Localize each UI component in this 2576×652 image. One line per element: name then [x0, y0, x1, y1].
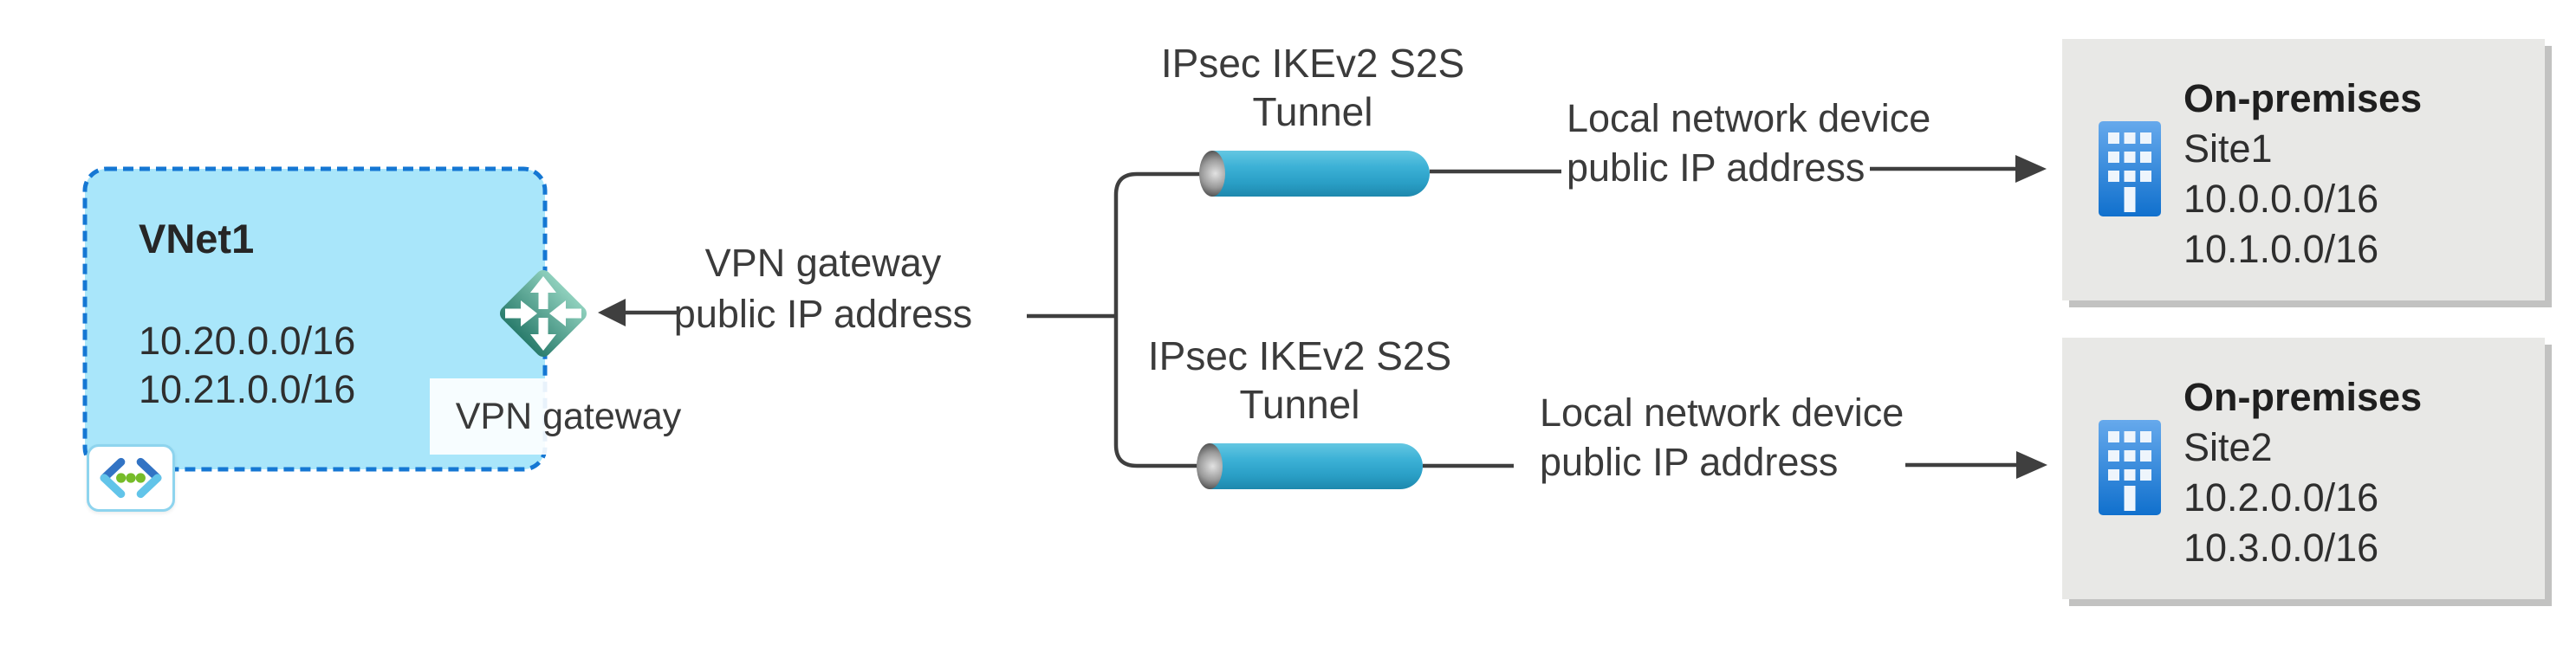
arrowhead-right-site1-icon — [2015, 155, 2047, 183]
tunnel-label-line: Tunnel — [1252, 89, 1373, 134]
local-device-annotation-bottom: Local network device public IP address — [1540, 388, 1904, 487]
site-title: On-premises — [2183, 375, 2423, 419]
site-address-space: 10.1.0.0/16 — [2183, 227, 2379, 271]
site1-box: On-premises Site1 10.0.0.0/16 10.1.0.0/1… — [2062, 39, 2545, 300]
arrowhead-left-icon — [598, 299, 626, 326]
site-name: Site2 — [2183, 425, 2273, 469]
vnet-address-space: 10.20.0.0/16 — [139, 319, 356, 363]
vpn-gateway-icon — [499, 269, 587, 358]
vnet-chevrons-icon — [100, 457, 162, 499]
site2-box: On-premises Site2 10.2.0.0/16 10.3.0.0/1… — [2062, 338, 2545, 599]
vnet-title: VNet1 — [139, 216, 255, 261]
annotation-line: VPN gateway — [704, 241, 942, 285]
tunnel2-pipe-icon — [1209, 443, 1423, 489]
building-icon — [2099, 121, 2161, 216]
vpn-gateway-ip-annotation: VPN gateway public IP address — [598, 237, 1048, 339]
site-address-space: 10.2.0.0/16 — [2183, 475, 2379, 520]
tunnel1-label: IPsec IKEv2 S2S Tunnel — [1139, 39, 1486, 136]
annotation-line: Local network device — [1540, 391, 1904, 435]
site-address-space: 10.0.0.0/16 — [2183, 177, 2379, 221]
annotation-line: public IP address — [1540, 440, 1839, 484]
building-icon — [2099, 420, 2161, 515]
annotation-line: Local network device — [1567, 96, 1931, 140]
site-address-space: 10.3.0.0/16 — [2183, 526, 2379, 570]
tunnel1-pipe-opening-icon — [1199, 151, 1225, 197]
branch-line — [1113, 171, 1211, 468]
tunnel2-label: IPsec IKEv2 S2S Tunnel — [1126, 332, 1473, 429]
local-device-annotation-top: Local network device public IP address — [1567, 94, 1930, 192]
arrowhead-right-site2-icon — [2016, 451, 2047, 479]
site-title: On-premises — [2183, 76, 2423, 120]
tunnel-label-line: IPsec IKEv2 S2S — [1147, 333, 1452, 378]
annotation-line: public IP address — [1567, 145, 1865, 190]
vnet-address-spaces: 10.20.0.0/16 10.21.0.0/16 — [139, 317, 355, 414]
tunnel-label-line: Tunnel — [1239, 382, 1360, 427]
virtual-network-icon — [87, 444, 175, 512]
tunnel-label-line: IPsec IKEv2 S2S — [1160, 41, 1465, 86]
vnet-address-space: 10.21.0.0/16 — [139, 367, 356, 411]
tunnel1-pipe-icon — [1211, 151, 1430, 197]
annotation-line: public IP address — [673, 292, 973, 336]
tunnel2-pipe-opening-icon — [1197, 443, 1223, 489]
vpn-gateway-label: VPN gateway — [430, 378, 707, 455]
site-name: Site1 — [2183, 126, 2273, 171]
